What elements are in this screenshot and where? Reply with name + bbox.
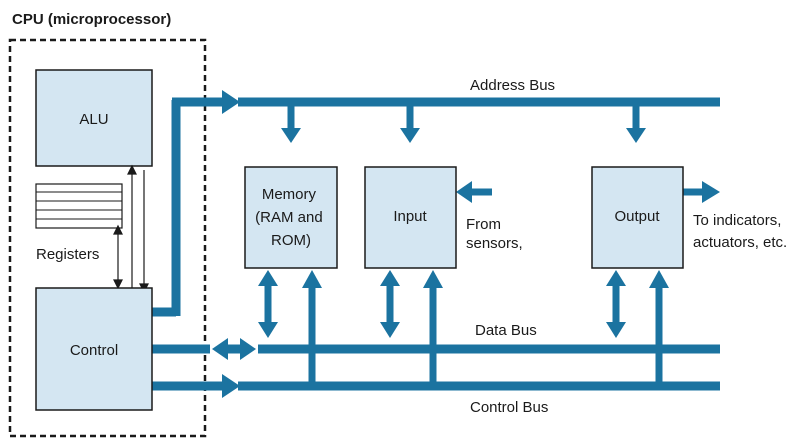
data-link-memory xyxy=(258,270,278,338)
cpu-boundary xyxy=(8,38,207,438)
control-label: Control xyxy=(70,342,118,359)
to-indicators-line1: To indicators, xyxy=(693,212,781,229)
memory-label-line3: ROM) xyxy=(271,232,311,249)
to-indicators-label: To indicators, actuators, etc. xyxy=(693,212,787,251)
address-bus-arrow xyxy=(222,90,240,114)
control-bus-label: Control Bus xyxy=(470,399,548,416)
address-drop-input xyxy=(400,106,420,143)
data-bus-label: Data Bus xyxy=(475,322,537,339)
control-box xyxy=(35,287,153,411)
control-link-output xyxy=(649,270,669,386)
cpu-internal-links xyxy=(113,164,149,294)
control-bus-arrow xyxy=(222,374,240,398)
data-bus-arrow-left xyxy=(212,338,228,360)
input-box xyxy=(364,166,457,269)
output-label: Output xyxy=(614,208,660,225)
to-indicators-line2: actuators, etc. xyxy=(693,234,787,251)
data-link-output xyxy=(606,270,626,338)
memory-label-line2: (RAM and xyxy=(255,209,323,226)
data-link-input xyxy=(380,270,400,338)
data-bus-arrow-right xyxy=(240,338,256,360)
address-bus-label: Address Bus xyxy=(470,77,555,94)
memory-label: Memory (RAM and ROM) xyxy=(255,186,327,249)
registers-stack xyxy=(35,183,123,229)
alu-box xyxy=(35,69,153,167)
output-actuator-arrow xyxy=(683,181,720,203)
alu-label: ALU xyxy=(79,111,108,128)
cpu-label: CPU (microprocessor) xyxy=(12,11,171,28)
memory-box xyxy=(244,166,338,269)
sensor-input-arrow xyxy=(456,181,492,203)
input-label: Input xyxy=(393,208,427,225)
control-link-memory xyxy=(302,270,322,386)
control-link-input xyxy=(423,270,443,386)
from-sensors-line1: From xyxy=(466,216,501,233)
address-drop-memory xyxy=(281,106,301,143)
from-sensors-label: From sensors, xyxy=(466,216,523,252)
memory-label-line1: Memory xyxy=(262,186,317,203)
from-sensors-line2: sensors, xyxy=(466,235,523,252)
registers-label: Registers xyxy=(36,246,99,263)
address-bus xyxy=(152,97,720,317)
address-drop-output xyxy=(626,106,646,143)
output-box xyxy=(591,166,684,269)
